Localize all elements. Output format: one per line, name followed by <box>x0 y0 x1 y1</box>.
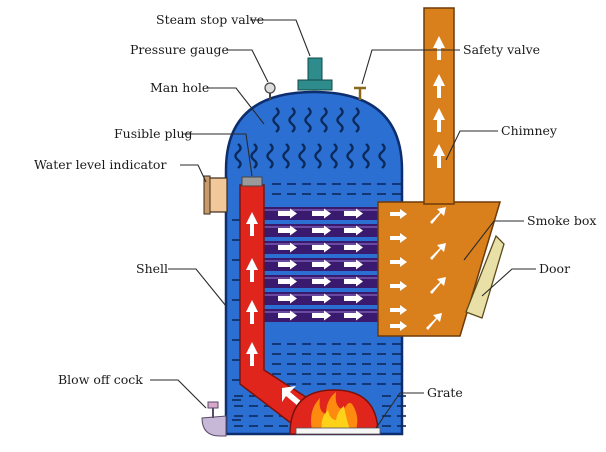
flow-arrow <box>278 208 297 219</box>
steam-squiggle <box>320 107 328 133</box>
safety-valve <box>354 86 366 100</box>
flow-arrow <box>312 208 331 219</box>
smoke-box-arrows <box>390 207 446 331</box>
flow-arrow <box>312 293 331 304</box>
flow-arrow <box>278 259 297 270</box>
flow-arrow <box>344 293 363 304</box>
labels: Steam stop valve Pressure gauge Man hole… <box>34 12 596 400</box>
steam-squiggle <box>234 143 242 169</box>
steam-squiggle <box>282 143 290 169</box>
fire-tube-arrows <box>246 212 302 406</box>
fusible-plug <box>241 176 263 187</box>
steam-stop-valve <box>297 57 333 91</box>
label-door: Door <box>539 261 570 276</box>
steam-squiggle <box>352 107 360 133</box>
flow-arrow <box>344 276 363 287</box>
smoke-arrow-diagonal <box>430 243 446 260</box>
grate-bars <box>295 427 381 435</box>
steam-squiggle <box>298 143 306 169</box>
fire-flames <box>311 392 358 430</box>
steam-squiggle <box>330 143 338 169</box>
steam-squiggle <box>336 107 344 133</box>
smoke-arrow <box>390 281 407 291</box>
chimney-arrows <box>433 36 445 168</box>
flow-arrow <box>278 242 297 253</box>
smoke-arrow <box>390 257 407 267</box>
flow-arrow <box>278 293 297 304</box>
smoke-arrow-diagonal <box>426 313 442 330</box>
flow-arrow <box>344 310 363 321</box>
fire-tube-row-highlight <box>264 260 378 262</box>
label-man-hole: Man hole <box>150 80 209 95</box>
steam-squiggles <box>234 107 386 169</box>
flow-arrow <box>312 225 331 236</box>
smoke-arrow <box>390 209 407 219</box>
fire-tube-row-highlight <box>264 311 378 313</box>
pressure-gauge <box>264 82 276 100</box>
smoke-arrow <box>390 321 407 331</box>
steam-squiggle <box>250 143 258 169</box>
smoke-box-door <box>465 234 505 319</box>
flow-arrow <box>312 310 331 321</box>
label-smoke-box: Smoke box <box>527 213 596 228</box>
label-fusible-plug: Fusible plug <box>114 126 193 141</box>
steam-squiggle <box>378 143 386 169</box>
steam-squiggle <box>362 143 370 169</box>
flow-arrow <box>278 310 297 321</box>
fire-tube-row-highlight <box>264 209 378 211</box>
flow-arrow <box>312 242 331 253</box>
smoke-arrow-diagonal <box>430 207 446 224</box>
fire-tube-row-highlight <box>264 294 378 296</box>
flow-arrow <box>344 208 363 219</box>
smoke-arrow-diagonal <box>430 277 446 294</box>
blow-off-cock <box>201 401 227 437</box>
steam-squiggle <box>346 143 354 169</box>
label-safety-valve: Safety valve <box>463 42 540 57</box>
label-chimney: Chimney <box>501 123 558 138</box>
flow-arrow <box>278 276 297 287</box>
flow-arrow <box>344 225 363 236</box>
flow-arrow <box>344 259 363 270</box>
steam-squiggle <box>314 143 322 169</box>
label-steam-stop-valve: Steam stop valve <box>156 12 264 27</box>
label-pressure-gauge: Pressure gauge <box>130 42 229 57</box>
flow-arrow <box>278 225 297 236</box>
label-blow-off-cock: Blow off cock <box>58 372 143 387</box>
steam-squiggle <box>304 107 312 133</box>
label-water-level-indicator: Water level indicator <box>34 157 166 172</box>
steam-squiggle <box>272 107 280 133</box>
label-grate: Grate <box>427 385 463 400</box>
flow-arrow <box>312 276 331 287</box>
flow-arrow <box>312 259 331 270</box>
steam-squiggle <box>266 143 274 169</box>
label-shell: Shell <box>136 261 168 276</box>
fire-tube-row-highlight <box>264 277 378 279</box>
flow-arrow <box>344 242 363 253</box>
steam-squiggle <box>288 107 296 133</box>
fire-tube-row-highlight <box>264 226 378 228</box>
smoke-arrow <box>390 305 407 315</box>
fire-tube-row-highlight <box>264 243 378 245</box>
leader-lines <box>150 19 536 429</box>
smoke-arrow <box>390 233 407 243</box>
fire-tube-rows <box>264 207 378 322</box>
